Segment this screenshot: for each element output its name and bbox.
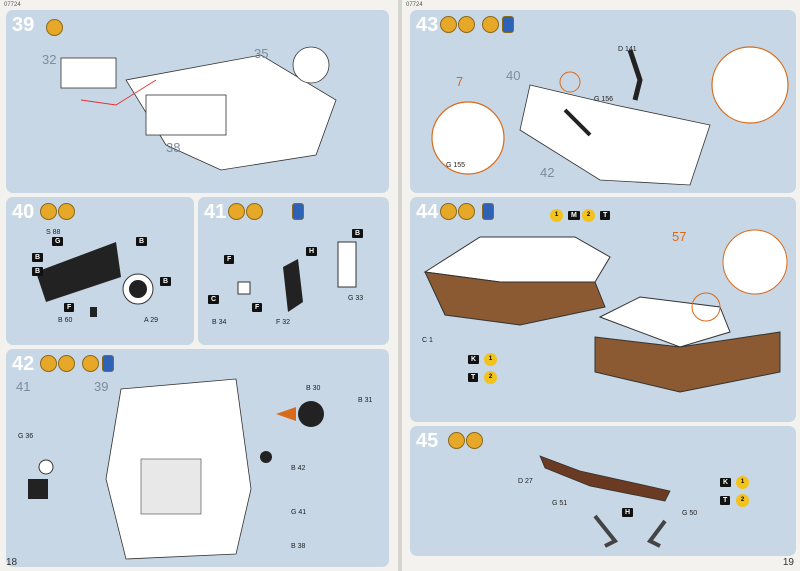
paint-pot-icon <box>502 16 514 33</box>
right-page: 07724 43 40 42 7 D 141 G 156 G 155 44 <box>402 0 800 571</box>
part-number: G 51 <box>552 500 568 507</box>
step-40-panel: 40 G B B B B F S 88 B 60 A 29 <box>6 197 194 345</box>
firewall-drawing <box>36 242 154 317</box>
step-42-panel: 42 41 39 B 30 B 31 B 42 G 41 B 38 G 36 <box>6 349 389 567</box>
step-41-panel: 41 F H B F C B 34 F 32 G 33 <box>198 197 389 345</box>
paint-tag: T <box>468 373 479 382</box>
step-number: 42 <box>12 353 35 375</box>
paint-brush-icon <box>58 355 75 372</box>
part-tag: B <box>136 237 148 246</box>
part-tag: G <box>52 237 64 246</box>
page-code: 07724 <box>406 2 423 8</box>
part-tag: B <box>160 277 172 286</box>
step-39-panel: 39 32 35 38 <box>6 10 389 193</box>
paint-brush-icon <box>466 432 483 449</box>
part-number: F 32 <box>276 319 291 326</box>
part-number: G 155 <box>446 162 466 169</box>
step-number: 41 <box>204 201 227 223</box>
decal-icon <box>482 16 499 33</box>
page-number: 19 <box>782 557 794 568</box>
part-number: B 34 <box>212 319 227 326</box>
part-label: 41 <box>16 379 31 394</box>
part-number: B 38 <box>291 543 306 550</box>
paint-pot-icon <box>292 203 304 220</box>
step-reference: 57 <box>672 229 687 244</box>
paint-tag: M <box>568 211 580 220</box>
page-number: 18 <box>6 557 18 568</box>
glue-icon <box>40 355 57 372</box>
part-number: S 88 <box>46 229 61 236</box>
part-number: B 31 <box>358 397 373 404</box>
glue-icon <box>40 203 57 220</box>
part-label: 39 <box>94 379 109 394</box>
part-tag: H <box>622 508 634 517</box>
part-number: G 33 <box>348 295 364 302</box>
part-number: C 1 <box>422 337 433 344</box>
part-tag: H <box>306 247 318 256</box>
part-number: G 50 <box>682 510 698 517</box>
heater-box-drawing <box>237 241 357 312</box>
part-tag: C <box>208 295 220 304</box>
decal-icon <box>82 355 99 372</box>
step-number: 40 <box>12 201 35 223</box>
part-number: D 141 <box>618 46 637 53</box>
paint-pot-icon <box>482 203 494 220</box>
book-gutter <box>398 0 402 571</box>
paint-tag: T <box>720 496 731 505</box>
truck-body-drawing <box>423 229 788 393</box>
step-45-panel: 45 D 27 G 51 G 50 H K 1 T 2 <box>410 426 796 556</box>
part-number: G 156 <box>594 96 614 103</box>
part-number: B 42 <box>291 465 306 472</box>
paint-code: 2 <box>484 371 497 384</box>
step-number: 44 <box>416 201 439 223</box>
part-number: B 30 <box>306 385 321 392</box>
part-tag: F <box>64 303 75 312</box>
step-reference: 7 <box>456 74 464 89</box>
paint-code: 1 <box>484 353 497 366</box>
paint-tag: T <box>600 211 611 220</box>
step-44-panel: 44 57 C 1 1 M 2 T K 1 T 2 <box>410 197 796 422</box>
chassis-drawing <box>60 46 337 171</box>
paint-brush-icon <box>58 203 75 220</box>
firewall-hoses-drawing <box>431 46 789 186</box>
paint-pot-icon <box>102 355 114 372</box>
part-tag: F <box>224 255 235 264</box>
part-number: G 41 <box>291 509 307 516</box>
part-tag: B <box>352 229 364 238</box>
part-tag: B <box>32 253 44 262</box>
part-number: D 27 <box>518 478 533 485</box>
part-number: A 29 <box>144 317 159 324</box>
part-label: 32 <box>42 52 57 67</box>
part-label: 38 <box>166 140 181 155</box>
part-number: B 60 <box>58 317 73 324</box>
paint-code: 2 <box>736 494 749 507</box>
paint-code: 2 <box>582 209 595 222</box>
part-label: 42 <box>540 165 555 180</box>
engine-bay-drawing <box>28 378 324 560</box>
part-label: 35 <box>254 46 269 61</box>
step-number: 39 <box>12 14 35 36</box>
part-label: 40 <box>506 68 521 83</box>
paint-code: 1 <box>736 476 749 489</box>
step-number: 43 <box>416 14 439 36</box>
paint-brush-icon <box>458 16 475 33</box>
glue-icon <box>46 19 63 36</box>
paint-brush-icon <box>458 203 475 220</box>
paint-tag: K <box>720 478 732 487</box>
glue-icon <box>448 432 465 449</box>
part-tag: B <box>32 267 44 276</box>
glue-icon <box>440 16 457 33</box>
step-43-panel: 43 40 42 7 D 141 G 156 G 155 <box>410 10 796 193</box>
hood-drawing <box>539 455 671 548</box>
page-code: 07724 <box>4 2 21 8</box>
part-number: G 36 <box>18 433 34 440</box>
part-tag: F <box>252 303 263 312</box>
glue-icon <box>440 203 457 220</box>
left-page: 07724 39 32 35 38 40 G B B <box>0 0 398 571</box>
paint-brush-icon <box>246 203 263 220</box>
paint-tag: K <box>468 355 480 364</box>
paint-code: 1 <box>550 209 563 222</box>
step-number: 45 <box>416 430 439 452</box>
glue-icon <box>228 203 245 220</box>
